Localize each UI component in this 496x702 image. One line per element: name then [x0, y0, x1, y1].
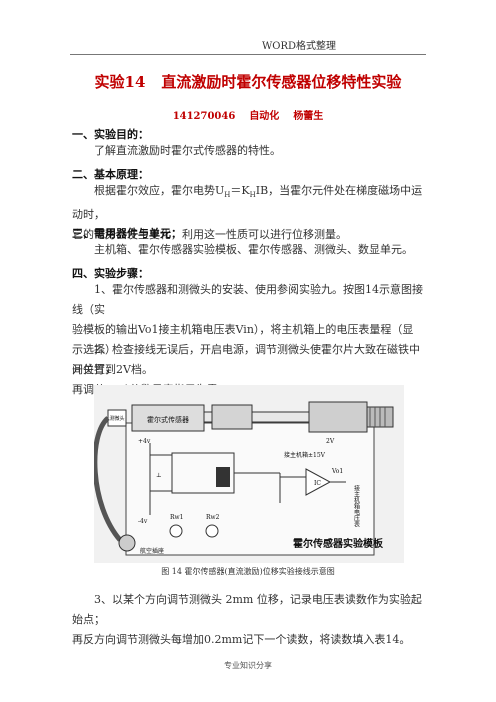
page-header-text: WORD格式整理	[261, 41, 336, 52]
rw2-knob	[205, 524, 219, 538]
major: 自动化	[249, 111, 280, 122]
plus-4v-label: +4v	[138, 438, 151, 445]
step-1: 1、霍尔传感器和测微头的安装、使用参阅实验九。按图14示意图接线（实 验模板的输…	[72, 283, 423, 376]
formula: UH＝KHIB，当霍尔元件处在梯度磁场中运动时，	[72, 184, 423, 222]
minus-4v-label: -4v	[138, 518, 148, 525]
ic-label: IC	[314, 480, 321, 487]
bracket-label: 测微头	[109, 415, 124, 422]
student-id: 141270046	[172, 111, 236, 122]
header-rule	[70, 54, 426, 55]
section-body-principle: 根据霍尔效应，霍尔电势UH＝KHIB，当霍尔元件处在梯度磁场中运动时， 它的电势…	[72, 184, 423, 242]
micrometer-head	[308, 401, 368, 433]
magnet-holder	[211, 404, 253, 430]
ground-label: ⊥	[156, 472, 162, 479]
supply-label: 接主机箱±15V	[284, 451, 326, 459]
hall-element	[216, 467, 230, 487]
section-body-purpose: 了解直流激励时霍尔式传感器的特性。	[94, 144, 281, 157]
section-heading-purpose: 一、实验目的：	[72, 128, 149, 141]
title-number: 实验14	[94, 73, 146, 91]
section-heading-steps: 四、实验步骤：	[72, 267, 149, 280]
student-name: 杨蕾生	[293, 111, 324, 122]
sensor-label: 霍尔式传感器	[147, 415, 189, 424]
section-heading-principle: 二、基本原理：	[72, 168, 149, 181]
figure-caption: 图 14 霍尔传感器(直流激励)位移实验接线示意图	[161, 567, 335, 576]
wiring-diagram-figure: 霍尔式传感器 测微头 航空插座 +4v -4v ⊥ IC Vo1 接主机箱±15…	[94, 385, 404, 563]
hall-sensor-body	[131, 404, 205, 432]
title-text: 直流激励时霍尔传感器位移特性实验	[161, 73, 402, 91]
sensor-cable	[94, 416, 122, 542]
rw1-knob	[169, 524, 183, 538]
range-label: 2V	[326, 438, 335, 445]
author-line: 141270046 自动化 杨蕾生	[0, 107, 496, 122]
rw2-label: Rw2	[206, 514, 220, 521]
page-footer: 专业知识分享	[224, 661, 272, 670]
experiment-board	[125, 422, 375, 556]
vin-label: 接主机箱电压表	[353, 484, 360, 528]
section-body-equipment: 主机箱、霍尔传感器实验模板、霍尔传感器、测微头、数显单元。	[94, 243, 413, 256]
board-title: 霍尔传感器实验模板	[293, 537, 384, 550]
rw1-label: Rw1	[170, 514, 183, 521]
socket-label: 航空插座	[140, 547, 164, 555]
vo1-label: Vo1	[331, 468, 343, 475]
op-amp	[305, 468, 332, 496]
experiment-title: 实验14 直流激励时霍尔传感器位移特性实验	[0, 71, 496, 92]
step-3: 3、以某个方向调节测微头 2mm 位移，记录电压表读数作为实验起始点； 再反方向…	[72, 593, 422, 646]
section-heading-equipment: 三、需用器件与单元：	[72, 227, 182, 240]
